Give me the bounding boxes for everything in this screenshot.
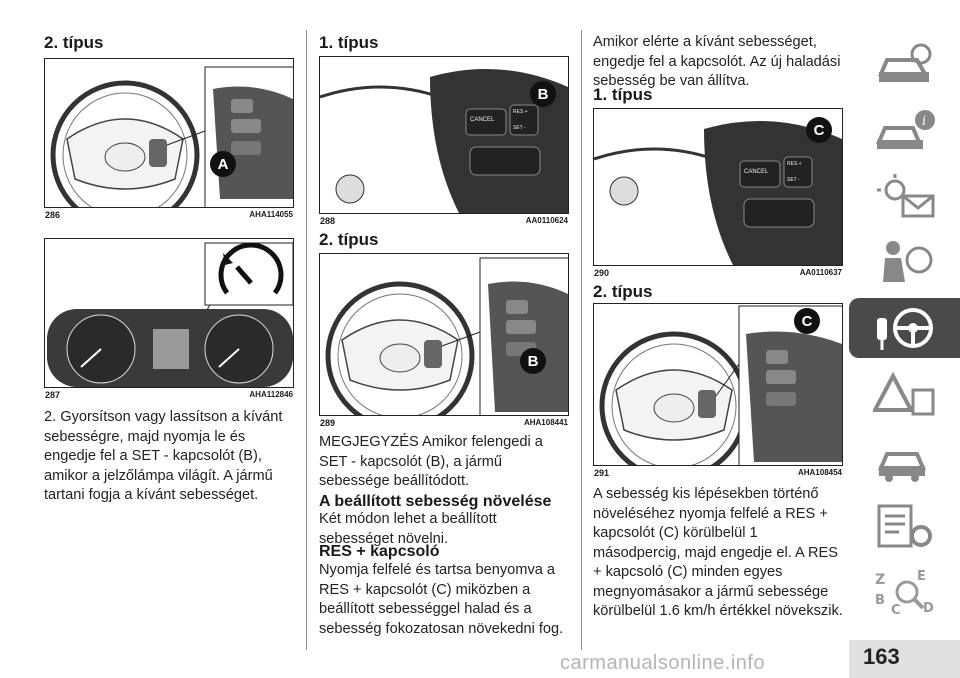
tab-safety[interactable] bbox=[849, 232, 960, 292]
figure-288-image: B CANCEL RES + SET - bbox=[319, 56, 569, 214]
car-dashboard-icon bbox=[877, 43, 931, 82]
warning-light-envelope-icon bbox=[876, 174, 934, 218]
index-letter: D bbox=[923, 601, 934, 616]
chapter-tabs: i Z E B C D bbox=[849, 30, 960, 630]
index-letter: C bbox=[891, 603, 901, 616]
instruction-paragraph: 2. Gyorsítson vagy lassítson a kívánt se… bbox=[44, 409, 283, 503]
figure-caption: 288 AA0110624 bbox=[319, 214, 569, 228]
body-paragraph: Nyomja felfelé és tartsa benyomva a RES … bbox=[319, 562, 564, 637]
section-heading: 1. típus bbox=[593, 85, 653, 104]
figure-caption: 286 AHA114055 bbox=[44, 208, 294, 222]
figure-289-image: B bbox=[319, 253, 569, 416]
figure-number: 286 bbox=[45, 210, 61, 220]
cruise-control-icon bbox=[218, 242, 284, 295]
cancel-switch-label: CANCEL bbox=[470, 117, 495, 123]
figure-291: C 291 AHA108454 bbox=[593, 303, 843, 480]
tab-warning-lights[interactable] bbox=[849, 166, 960, 226]
figure-290-image: C CANCEL RES + SET - bbox=[593, 108, 843, 266]
intro-paragraph: Amikor elérte a kívánt sebességet, enged… bbox=[593, 34, 841, 89]
figure-291-image: C bbox=[593, 303, 843, 466]
svg-text:i: i bbox=[922, 114, 926, 129]
figure-caption: 287 AHA112846 bbox=[44, 388, 294, 402]
figure-number: 291 bbox=[594, 468, 610, 478]
index-letter: Z bbox=[875, 572, 885, 588]
figure-code: AA0110637 bbox=[799, 268, 842, 277]
car-service-icon bbox=[877, 452, 926, 482]
tab-emergency[interactable] bbox=[849, 364, 960, 424]
steering-wheel-illustration bbox=[599, 305, 842, 465]
steering-wheel-illustration bbox=[325, 257, 568, 415]
figure-289: B 289 AHA108441 bbox=[319, 253, 569, 430]
page-number: 163 bbox=[863, 644, 900, 669]
index-letter: B bbox=[875, 593, 885, 608]
subheading-increase-speed: A beállított sebesség növelése bbox=[319, 493, 552, 510]
figure-caption: 290 AA0110637 bbox=[593, 266, 843, 280]
set-switch-label: SET - bbox=[787, 177, 800, 183]
warning-triangle-icon bbox=[872, 371, 934, 416]
figure-286-image: A bbox=[44, 58, 294, 208]
figure-number: 290 bbox=[594, 268, 610, 278]
figure-287: 287 AHA112846 bbox=[44, 238, 294, 402]
res-switch-label: RES + bbox=[787, 161, 802, 167]
figure-code: AA0110624 bbox=[525, 216, 568, 225]
section-heading: 2. típus bbox=[44, 33, 104, 52]
body-paragraph: Két módon lehet a beállított sebességet … bbox=[319, 511, 497, 547]
figure-code: AHA112846 bbox=[249, 390, 293, 399]
car-info-icon: i bbox=[875, 110, 935, 149]
spec-gear-list-icon bbox=[877, 504, 932, 548]
tab-technical-data[interactable] bbox=[849, 496, 960, 556]
res-switch-label: RES + bbox=[513, 109, 528, 115]
watermark: carmanualsonline.info bbox=[560, 652, 766, 674]
column-divider bbox=[306, 30, 307, 650]
figure-number: 287 bbox=[45, 390, 61, 400]
alphabet-index-icon: Z E B C D bbox=[875, 569, 934, 616]
tab-starting-driving[interactable] bbox=[849, 298, 960, 358]
figure-287-image bbox=[44, 238, 294, 388]
callout-c: C bbox=[806, 117, 832, 143]
figure-number: 288 bbox=[320, 216, 336, 226]
airbag-seatbelt-icon bbox=[882, 241, 932, 282]
figure-290: C CANCEL RES + SET - 290 AA0110637 bbox=[593, 108, 843, 280]
figure-caption: 289 AHA108441 bbox=[319, 416, 569, 430]
callout-b: B bbox=[530, 81, 556, 107]
instrument-cluster-illustration bbox=[47, 242, 293, 387]
tab-car-info[interactable]: i bbox=[849, 100, 960, 160]
key-steering-wheel-icon bbox=[876, 308, 933, 350]
figure-number: 289 bbox=[320, 418, 336, 428]
callout-b: B bbox=[520, 348, 546, 374]
steering-wheel-illustration bbox=[50, 66, 293, 207]
figure-code: AHA108441 bbox=[523, 418, 568, 427]
cancel-switch-label: CANCEL bbox=[744, 169, 769, 175]
section-heading: 1. típus bbox=[319, 33, 379, 52]
body-paragraph: A sebesség kis lépésekben történő növelé… bbox=[593, 486, 843, 619]
tab-index[interactable]: Z E B C D bbox=[849, 562, 960, 622]
tab-car-dashboard[interactable] bbox=[849, 34, 960, 94]
figure-288: B CANCEL RES + SET - 288 AA0110624 bbox=[319, 56, 569, 228]
index-letter: E bbox=[917, 569, 926, 584]
callout-c: C bbox=[794, 308, 820, 334]
column-divider bbox=[581, 30, 582, 650]
figure-286: A 286 AHA114055 bbox=[44, 58, 294, 222]
figure-code: AHA108454 bbox=[797, 468, 842, 477]
subheading-res-switch: RES + kapcsoló bbox=[319, 543, 440, 560]
figure-code: AHA114055 bbox=[249, 210, 293, 219]
steering-controls-closeup bbox=[320, 57, 568, 213]
page-number-box: 163 bbox=[849, 640, 960, 678]
tab-maintenance[interactable] bbox=[849, 430, 960, 490]
set-switch-label: SET - bbox=[513, 125, 526, 131]
section-heading: 2. típus bbox=[593, 282, 653, 301]
steering-controls-closeup bbox=[594, 109, 842, 265]
figure-caption: 291 AHA108454 bbox=[593, 466, 843, 480]
callout-a: A bbox=[210, 151, 236, 177]
section-heading: 2. típus bbox=[319, 230, 379, 249]
note-paragraph: MEGJEGYZÉS Amikor felengedi a SET - kapc… bbox=[319, 434, 543, 489]
